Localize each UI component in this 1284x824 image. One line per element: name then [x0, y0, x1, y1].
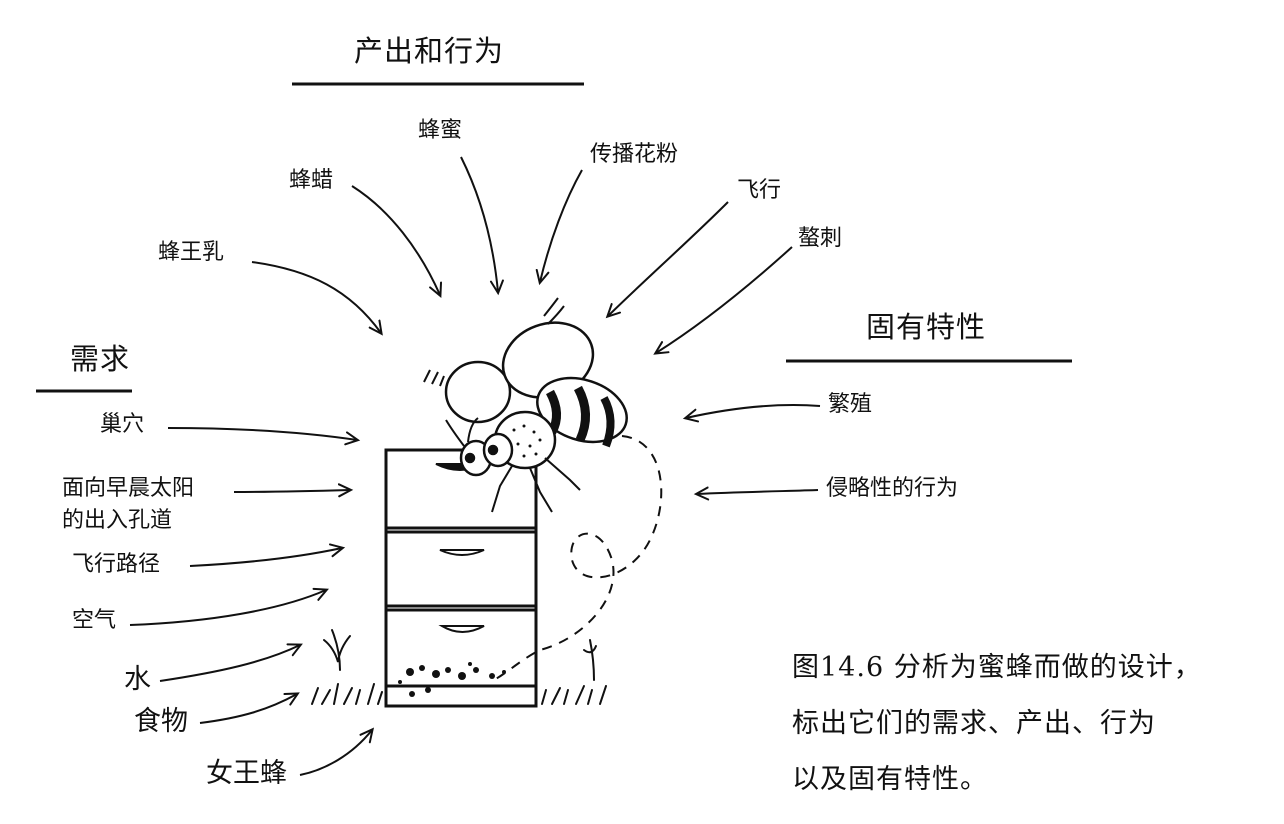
bee-leg-2 — [529, 467, 553, 513]
bee-flight-path — [489, 435, 663, 683]
beehive — [384, 448, 538, 708]
need-flight-path: 飞行路径 — [72, 552, 161, 577]
figure-caption: 图14.6 分析为蜜蜂而做的设计， 标出它们的需求、产出、行为 以及固有特性。 — [792, 640, 1272, 808]
arrow-honey — [460, 156, 504, 296]
output-beeswax: 蜂蜡 — [289, 168, 334, 193]
output-sting: 螯刺 — [798, 226, 843, 251]
arrow-air — [129, 587, 329, 626]
need-queen: 女王蜂 — [206, 758, 287, 789]
arrow-nest — [167, 427, 361, 446]
need-water: 水 — [124, 664, 151, 695]
need-entrance: 的出入孔道 — [62, 508, 173, 533]
need-air: 空气 — [72, 608, 117, 633]
arrow-reproduction — [682, 404, 821, 423]
hive-bottom-bees — [398, 662, 506, 697]
arrow-flight-out — [605, 201, 729, 319]
trait-reproduction: 繁殖 — [828, 392, 873, 417]
arrow-queen — [299, 727, 375, 776]
output-royal-jelly: 蜂王乳 — [158, 240, 225, 265]
arrow-flightpath — [189, 543, 346, 567]
trait-aggression: 侵略性的行为 — [826, 476, 959, 501]
arrow-entrance — [233, 483, 354, 498]
need-morning-sun: 面向早晨太阳 — [62, 476, 195, 501]
needs-header: 需求 — [70, 342, 131, 376]
bee-leg-3 — [544, 457, 581, 491]
arrow-sting — [653, 246, 793, 355]
arrow-royal-jelly — [251, 261, 383, 336]
outputs-header: 产出和行为 — [354, 34, 505, 68]
bee-antenna — [445, 417, 479, 447]
output-honey: 蜂蜜 — [418, 118, 463, 143]
bee-wing-left — [444, 360, 512, 424]
arrow-beeswax — [351, 185, 443, 298]
arrow-food — [199, 692, 300, 724]
caption-line-1: 图14.6 分析为蜜蜂而做的设计， — [792, 652, 1202, 683]
need-nest: 巢穴 — [100, 412, 145, 437]
traits-header: 固有特性 — [866, 310, 987, 344]
arrow-aggression — [693, 486, 819, 501]
output-pollination: 传播花粉 — [590, 142, 679, 167]
need-food: 食物 — [134, 706, 188, 737]
arrow-pollination — [535, 169, 583, 286]
caption-line-2: 标出它们的需求、产出、行为 — [792, 708, 1156, 739]
arrow-water — [159, 643, 303, 682]
caption-line-3: 以及固有特性。 — [792, 764, 988, 795]
grass — [311, 629, 607, 705]
output-flight: 飞行 — [737, 178, 782, 203]
bee — [423, 297, 628, 513]
bee-leg-1 — [491, 465, 513, 513]
